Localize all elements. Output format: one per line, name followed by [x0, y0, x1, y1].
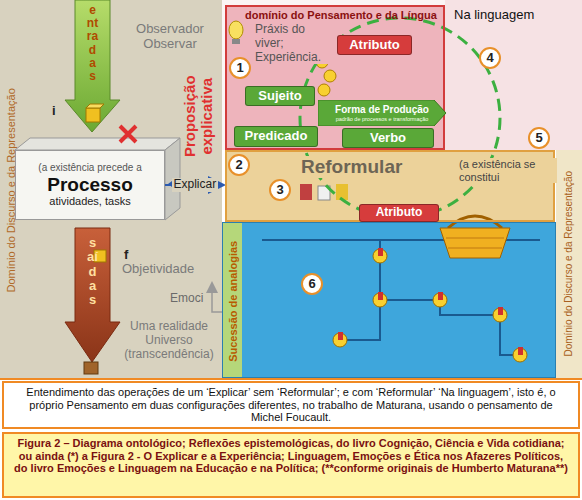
- free-label: Objetividade: [122, 262, 194, 277]
- node-text: entradas: [87, 4, 99, 83]
- production-arrow: Forma de Produçãopadrão de processos e t…: [318, 100, 446, 126]
- free-label: i: [52, 104, 56, 119]
- drawing-g: [333, 249, 527, 362]
- analogy-box: Sucessão de analogias 6: [222, 222, 556, 378]
- output-arrow: saídas: [65, 228, 120, 362]
- callout-number: 4: [479, 47, 501, 69]
- drawing-rect: [556, 150, 582, 378]
- drawing-path: [86, 104, 104, 108]
- node-text: 1: [236, 61, 243, 76]
- attribute-tag: Atributo: [337, 35, 412, 55]
- node-text: Sucessão de analogias: [227, 240, 240, 361]
- drawing-circle: [324, 70, 336, 82]
- node-text: Domínio do Discurso e da Representação: [563, 171, 575, 357]
- node-text: Domínio do Discurso e da Representação: [5, 88, 18, 292]
- free-label: Emoci: [170, 292, 203, 306]
- drawing-path: [120, 126, 136, 142]
- drawing-rect: [242, 222, 556, 378]
- node-text: padrão de processos e transformação: [336, 116, 429, 122]
- callout-number: 1: [229, 57, 251, 79]
- domain-strip: Domínio do Discurso e da Representação: [556, 150, 582, 378]
- figure-caption: Figura 2 – Diagrama ontológico; Reflexõe…: [2, 432, 580, 498]
- node-text: 6: [308, 277, 315, 292]
- note-box: Entendimento das operações de um ‘Explic…: [2, 381, 580, 429]
- drawing-path: [446, 238, 504, 248]
- node-text: Sujeito: [258, 89, 301, 104]
- drawing-rect: [232, 39, 240, 44]
- reformulate-box: Reformular (a existência se constitui 2 3At…: [225, 150, 555, 222]
- node-text: domínio do Pensamento e da Língua: [245, 9, 437, 22]
- drawing-rect: [438, 292, 443, 300]
- drawing-path: [212, 284, 222, 312]
- drawing-path: [65, 0, 120, 132]
- thought-box: domínio do Pensamento e da LínguaPráxis …: [225, 5, 445, 150]
- drawing-rect: [222, 0, 582, 150]
- drawing-circle: [333, 333, 347, 347]
- drawing-rect: [336, 184, 348, 200]
- drawing-circle: [493, 308, 507, 322]
- node-text: 4: [486, 51, 493, 66]
- drawing-rect: [498, 307, 503, 315]
- drawing-rect: [445, 0, 582, 150]
- edge-label: Explicar: [172, 178, 219, 192]
- free-label: Observador Observar: [122, 22, 218, 52]
- free-label: Proposição explicativa: [181, 58, 216, 173]
- drawing-rect: [84, 362, 98, 374]
- callout-number: 3: [269, 179, 291, 201]
- drawing-rect: [338, 332, 343, 340]
- arrow-fill: [318, 100, 446, 126]
- predicate-tag: Predicado: [234, 126, 318, 147]
- callout-number: 6: [301, 273, 323, 295]
- drawing-rect: [0, 378, 582, 380]
- node-text: Predicado: [245, 129, 308, 144]
- free-label: f: [124, 248, 128, 263]
- drawing-path: [15, 138, 180, 150]
- node-text: 2: [235, 158, 242, 173]
- drawing-rect: [225, 5, 445, 150]
- process-box: (a existência precede aProcessoatividade…: [15, 150, 165, 220]
- callout-number: 2: [228, 154, 250, 176]
- drawing-path: [440, 228, 510, 258]
- node-text: Práxis do viver; Experiência.: [253, 23, 337, 64]
- callout-number: 5: [528, 127, 550, 149]
- drawing-circle: [373, 293, 387, 307]
- subject-tag: Sujeito: [245, 86, 315, 106]
- node-text: Verbo: [370, 131, 406, 146]
- drawing-rect: [518, 347, 523, 355]
- drawing-ellipse: [229, 21, 243, 39]
- free-label: Na linguagem: [452, 8, 536, 23]
- drawing-path: [65, 228, 120, 362]
- node-text: Atributo: [376, 206, 423, 220]
- drawing-circle: [433, 293, 447, 307]
- verb-tag: Verbo: [342, 128, 434, 148]
- input-arrow: entradas: [65, 0, 120, 132]
- drawing-rect: [86, 108, 100, 122]
- node-text: Reformular: [299, 156, 404, 178]
- drawing-circle: [318, 84, 330, 96]
- node-text: Forma de Produção: [335, 104, 429, 116]
- node-text: Processo: [47, 174, 133, 196]
- drawing-circle: [513, 348, 527, 362]
- node-text: (a existência precede a: [38, 162, 141, 174]
- node-text: (a existência se constitui: [457, 158, 557, 183]
- drawing-circle: [373, 249, 387, 263]
- drawing-g: [338, 248, 523, 355]
- node-text: Entendimento das operações de um ‘Explic…: [12, 386, 570, 424]
- drawing-rect: [300, 184, 312, 200]
- node-text: 3: [276, 183, 283, 198]
- node-text: Atributo: [349, 38, 400, 53]
- drawing-rect: [378, 292, 383, 300]
- drawing-rect: [378, 248, 383, 256]
- attribute-tag: Atributo: [359, 204, 439, 222]
- node-text: atividades, tasks: [49, 195, 130, 208]
- node-text: 5: [535, 131, 542, 146]
- drawing-rect: [0, 0, 222, 378]
- drawing-rect: [222, 222, 242, 378]
- free-label: Uma realidade Universo (transcendência): [120, 320, 218, 361]
- node-text: saídas: [86, 236, 99, 307]
